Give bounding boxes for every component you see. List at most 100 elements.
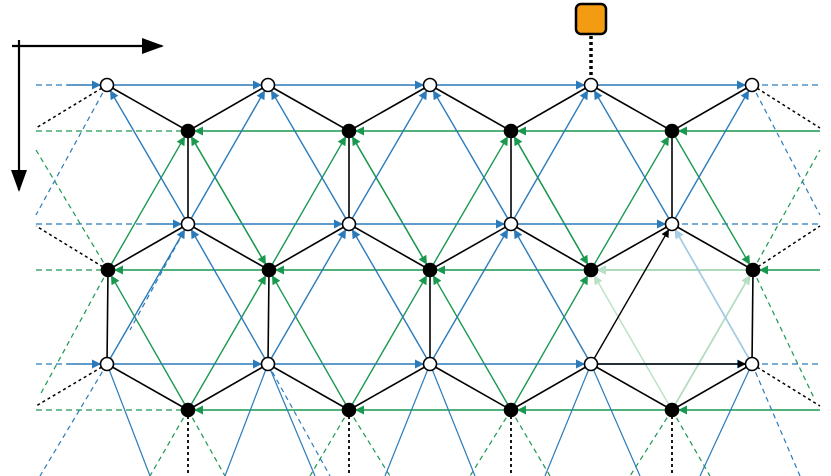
open-site <box>180 216 196 232</box>
green-dashed-diagonal <box>671 409 711 476</box>
blue-diagonal-arrow <box>109 90 189 225</box>
bond <box>187 223 270 271</box>
blue-dashed-diagonal <box>267 363 331 476</box>
open-site <box>341 216 357 232</box>
bond <box>107 223 189 271</box>
lattice-sites <box>99 77 761 418</box>
green-dashed-diagonal <box>629 409 673 476</box>
blue-diagonal <box>699 363 753 476</box>
blue-dashed-diagonal <box>751 84 821 216</box>
axes-arrows-icon <box>11 38 164 192</box>
open-site <box>583 77 599 93</box>
green-diagonal-arrow <box>271 275 350 411</box>
open-site <box>422 77 438 93</box>
blue-diagonal-arrow <box>429 229 509 365</box>
blue-diagonal-arrow <box>267 229 347 365</box>
bond <box>348 223 431 271</box>
green-diagonal-arrow <box>107 136 186 271</box>
filled-site <box>100 262 116 278</box>
green-dashed-diagonal <box>149 409 189 476</box>
green-diagonal-arrow <box>348 130 428 265</box>
bond <box>348 363 431 411</box>
blue-diagonal <box>384 363 431 476</box>
bond <box>429 84 512 132</box>
bond <box>590 84 673 132</box>
bond <box>510 84 592 132</box>
blue-diagonal <box>106 363 151 476</box>
filled-site <box>341 123 357 139</box>
probe-attachment <box>574 2 608 78</box>
blue-dashed-diagonal <box>35 84 108 216</box>
green-diagonal-arrow <box>671 130 751 265</box>
open-site <box>422 356 438 372</box>
filled-site <box>664 123 680 139</box>
filled-site <box>745 262 761 278</box>
faded-green-arrow <box>671 275 751 411</box>
blue-diagonal-arrow <box>106 229 186 365</box>
bond <box>429 223 512 271</box>
blue-dashed-diagonal <box>129 223 189 331</box>
blue-diagonal-arrow <box>348 90 428 225</box>
probe-square-icon <box>574 2 608 36</box>
bond <box>187 363 269 411</box>
bond <box>268 223 350 271</box>
open-site <box>99 77 115 93</box>
open-site <box>744 77 760 93</box>
bond-dashed <box>35 225 109 271</box>
faded-green-arrow <box>593 275 673 411</box>
bond <box>671 84 753 132</box>
faded-blue-arrow <box>674 229 753 365</box>
open-site <box>583 356 599 372</box>
lattice-bonds <box>35 84 821 476</box>
bond <box>106 269 109 365</box>
open-site <box>260 77 276 93</box>
blue-diagonal-arrow <box>190 229 269 365</box>
green-dashed-diagonal <box>752 269 816 401</box>
open-site <box>744 356 760 372</box>
bond <box>590 363 673 411</box>
bond <box>106 84 189 132</box>
bond-dashed <box>751 363 821 407</box>
blue-diagonal-arrow <box>351 229 431 365</box>
open-site <box>260 356 276 372</box>
blue-diagonal <box>590 363 641 476</box>
green-diagonal-arrow <box>432 275 512 411</box>
green-dashed-diagonal <box>469 409 512 476</box>
green-diagonal-arrow <box>590 136 670 271</box>
bond <box>671 223 754 271</box>
blue-diagonal-arrow <box>270 90 350 225</box>
green-dashed-diagonal <box>752 149 821 271</box>
bond-dashed <box>751 84 821 129</box>
blue-diagonal-arrow <box>432 90 512 225</box>
blue-diagonal <box>267 363 316 476</box>
bond <box>671 363 753 411</box>
green-hopping-arrows <box>35 126 821 476</box>
bond <box>348 84 431 132</box>
green-dashed-diagonal <box>309 409 350 476</box>
bond <box>187 84 269 132</box>
blue-dashed-diagonal <box>751 363 801 476</box>
filled-site <box>664 402 680 418</box>
open-site <box>503 216 519 232</box>
green-dashed-diagonal <box>35 149 109 271</box>
green-dashed-diagonal <box>39 269 109 396</box>
bond-dashed <box>752 225 821 271</box>
bond <box>590 223 673 271</box>
blue-diagonal <box>224 363 269 476</box>
lattice-vector-arrow <box>590 229 670 365</box>
bond <box>510 363 592 411</box>
bond <box>267 269 270 365</box>
blue-diagonal <box>429 363 476 476</box>
green-diagonal-arrow <box>429 136 509 271</box>
filled-site <box>583 262 599 278</box>
bond <box>429 363 512 411</box>
filled-site <box>180 123 196 139</box>
bond <box>267 84 350 132</box>
bond <box>106 363 189 411</box>
green-diagonal-arrow <box>510 130 589 265</box>
blue-hopping-arrows <box>35 80 821 476</box>
filled-site <box>422 262 438 278</box>
green-diagonal-arrow <box>187 275 267 411</box>
